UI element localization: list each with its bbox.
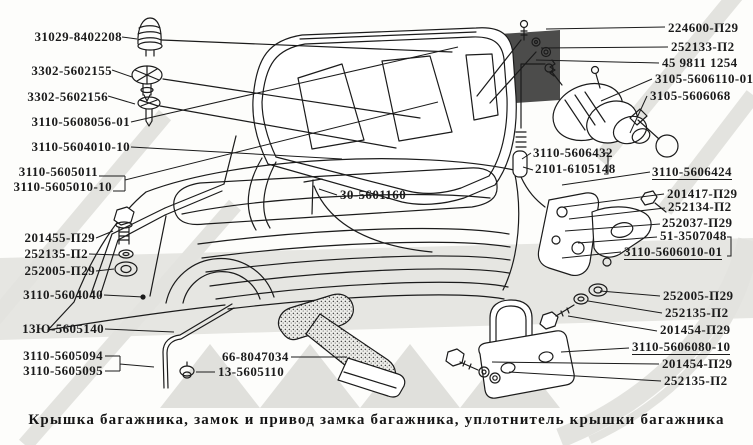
part-number-label: 224600-П29 <box>668 20 739 35</box>
part-number-label: 45 9811 1254 <box>662 55 738 70</box>
part-number-label: 3105-5606110-01 <box>655 71 753 86</box>
part-number-label: 3110-5605011 <box>18 164 98 179</box>
trunk-handle <box>277 293 406 398</box>
part-number-label: 201455-П29 <box>24 230 95 245</box>
car-body-rear <box>47 135 520 331</box>
leader-lines <box>88 26 732 382</box>
part-number-label: 3110-5605095 <box>23 363 103 378</box>
part-number-label: 30-5601160 <box>340 187 407 202</box>
part-number-label: 3110-5606010-01 <box>624 244 723 260</box>
part-number-label: 3110-5606424 <box>652 164 732 180</box>
part-number-label: 3110-5605094 <box>23 348 103 363</box>
part-number-label: 13-5605110 <box>218 364 285 379</box>
part-number-label: 252135-П2 <box>665 305 729 320</box>
part-number-label: 51-3507048 <box>660 228 727 243</box>
part-number-label: 201417-П29 <box>667 186 738 201</box>
striker-and-plate <box>445 283 608 399</box>
part-number-label: 201454-П29 <box>660 322 731 337</box>
part-number-label: 3302-5602155 <box>31 63 112 78</box>
part-number-label: 31029-8402208 <box>34 29 122 44</box>
bolt-washers-left <box>113 206 146 300</box>
part-number-label: 3110-5604010-10 <box>31 139 130 154</box>
part-number-label: 3110-5604040 <box>23 287 103 302</box>
part-number-label: 2101-6105148 <box>535 161 616 176</box>
part-number-label: 13Ю-5605140 <box>22 321 104 336</box>
prop-rod <box>162 303 235 389</box>
lock-cylinder-assembly <box>476 19 679 158</box>
part-number-label: 66-8047034 <box>222 349 289 364</box>
part-number-label: 252134-П2 <box>668 199 732 214</box>
part-number-label: 3302-5602156 <box>27 89 108 104</box>
part-number-label: 3110-5606432 <box>533 145 613 160</box>
buffer-and-plugs <box>131 17 453 149</box>
part-number-label: 252005-П29 <box>663 288 734 303</box>
part-number-label: 3105-5606068 <box>650 88 731 103</box>
part-number-label: 252133-П2 <box>671 39 735 54</box>
part-number-label: 3110-5605010-10 <box>13 179 112 194</box>
part-number-label: 3110-5608056-01 <box>31 114 130 129</box>
part-number-label: 252135-П2 <box>24 246 88 261</box>
part-number-label: 3110-5606080-10 <box>632 339 731 355</box>
part-number-label: 201454-П29 <box>662 356 733 371</box>
part-number-label: 252135-П2 <box>664 373 728 388</box>
part-number-label: 252005-П29 <box>24 263 95 278</box>
figure-caption: Крышка багажника, замок и привод замка б… <box>28 412 725 428</box>
part-number-label: 252037-П29 <box>662 215 733 230</box>
trunk-lock-mechanism <box>537 190 667 277</box>
